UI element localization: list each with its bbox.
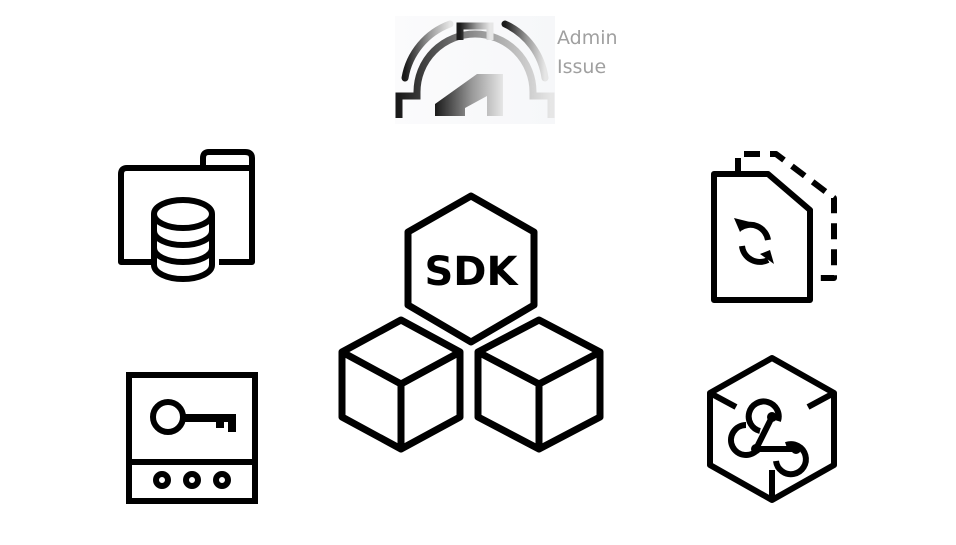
folder-database-icon <box>115 148 260 288</box>
admin-label-line1: Admin <box>557 27 618 49</box>
admin-issue-label: Admin Issue <box>557 24 618 82</box>
webhook-cube-icon <box>706 355 838 503</box>
file-sync-copy-icon <box>710 150 840 305</box>
admin-dashboard-gauge-icon <box>395 20 555 118</box>
key-password-box-icon <box>126 372 258 504</box>
sdk-text: SDK <box>424 249 519 295</box>
admin-label-line2: Issue <box>557 56 607 78</box>
sdk-cubes-icon: SDK <box>338 192 606 453</box>
admin-issue-badge <box>395 16 555 124</box>
